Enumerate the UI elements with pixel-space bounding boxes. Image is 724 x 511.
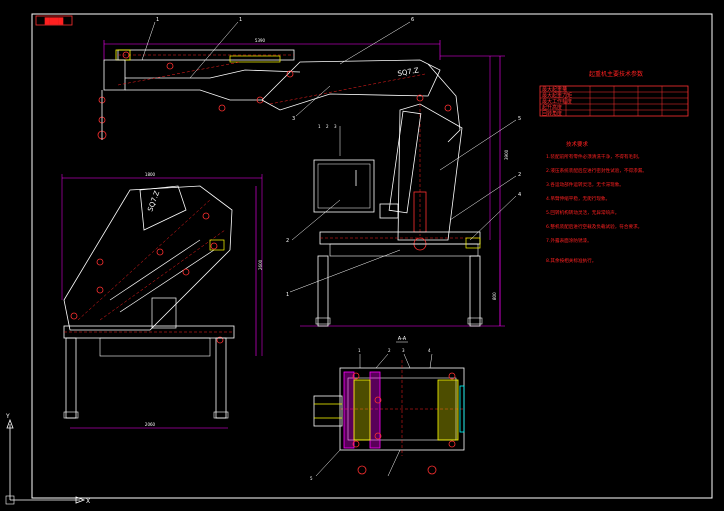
tech-line-0: 1.装配前所有零件必须清洗干净，不得有毛刺。 xyxy=(546,153,642,160)
ucs-x-label: X xyxy=(86,498,90,505)
sec-balloon-1: 1 xyxy=(358,348,361,353)
param-row-4: 回转角度 xyxy=(542,110,562,117)
tech-line-1: 2.液压系统装配后应进行密封性试验，不得渗漏。 xyxy=(546,167,647,174)
param-row-3: 起升高度 xyxy=(542,104,562,111)
model-label-top: SQ7.Z xyxy=(397,66,420,78)
title-tag-text: ████ xyxy=(44,17,64,25)
dim-right-height: 3900 xyxy=(504,149,509,160)
balloon-main-1b: 1 xyxy=(239,17,242,23)
dim-left-top: 1800 xyxy=(145,172,156,177)
balloon-main-2b: 2 xyxy=(286,238,289,244)
sec-balloon-4: 4 xyxy=(428,348,431,353)
balloon-main-1c: 1 xyxy=(286,292,289,298)
param-row-0: 最大起重量 xyxy=(542,86,567,93)
section-title: A-A xyxy=(398,336,407,342)
ucs-axis-icon: Y X xyxy=(5,413,90,505)
balloon-main-3: 3 xyxy=(292,116,295,122)
side-marker-2: 2 xyxy=(326,124,329,129)
dim-right-low: 800 xyxy=(492,292,497,300)
main-view-crane: 5390 3900 800 SQ7.Z xyxy=(97,17,521,327)
balloon-main-2: 2 xyxy=(518,172,521,178)
side-marker-3: 3 xyxy=(334,124,337,129)
dim-left-bottom: 2060 xyxy=(145,422,156,427)
dim-left-height: 2600 xyxy=(258,259,263,270)
left-view-crane: 1800 2600 2060 SQ7.Z xyxy=(61,172,263,429)
param-table-title: 起重机主要技术参数 xyxy=(589,70,643,78)
sec-balloon-3: 3 xyxy=(402,348,405,353)
tech-line-4: 5.回转机构转动灵活，无异常响声。 xyxy=(546,209,619,216)
sec-balloon-2: 2 xyxy=(388,348,391,353)
title-tag: ████ xyxy=(35,15,73,26)
sec-balloon-5: 5 xyxy=(310,476,313,481)
balloon-main-6: 6 xyxy=(411,17,414,23)
side-marker-1: 1 xyxy=(318,124,321,129)
tech-line-6: 7.外露表面涂防锈漆。 xyxy=(546,237,592,244)
tech-requirements: 技术要求 1.装配前所有零件必须清洗干净，不得有毛刺。 2.液压系统装配后应进行… xyxy=(546,140,647,264)
ucs-y-label: Y xyxy=(5,413,10,420)
section-view-a-a: A-A 1 2 3 4 5 xyxy=(310,336,465,481)
param-table: 起重机主要技术参数 最大起重量 最大起重力矩 最大工作幅度 起升高度 回转角度 xyxy=(539,70,689,117)
param-row-1: 最大起重力矩 xyxy=(542,92,572,99)
balloon-main-4: 4 xyxy=(518,192,521,198)
drawing-border xyxy=(31,13,713,499)
tech-line-7: 8.其余按相关标准执行。 xyxy=(546,257,596,264)
balloon-main-5: 5 xyxy=(518,116,521,122)
balloon-main-1a: 1 xyxy=(156,17,159,23)
tech-heading: 技术要求 xyxy=(566,140,589,148)
tech-line-2: 3.各运动部件运转灵活，无卡滞现象。 xyxy=(546,181,624,188)
model-label-side: SQ7.Z xyxy=(146,190,161,213)
tech-line-5: 6.整机装配后进行空载及负载试验，符合要求。 xyxy=(546,223,642,230)
param-row-2: 最大工作幅度 xyxy=(542,98,572,105)
tech-line-3: 4.吊臂伸缩平稳，无爬行现象。 xyxy=(546,195,610,202)
dim-top-width: 5390 xyxy=(255,38,266,43)
